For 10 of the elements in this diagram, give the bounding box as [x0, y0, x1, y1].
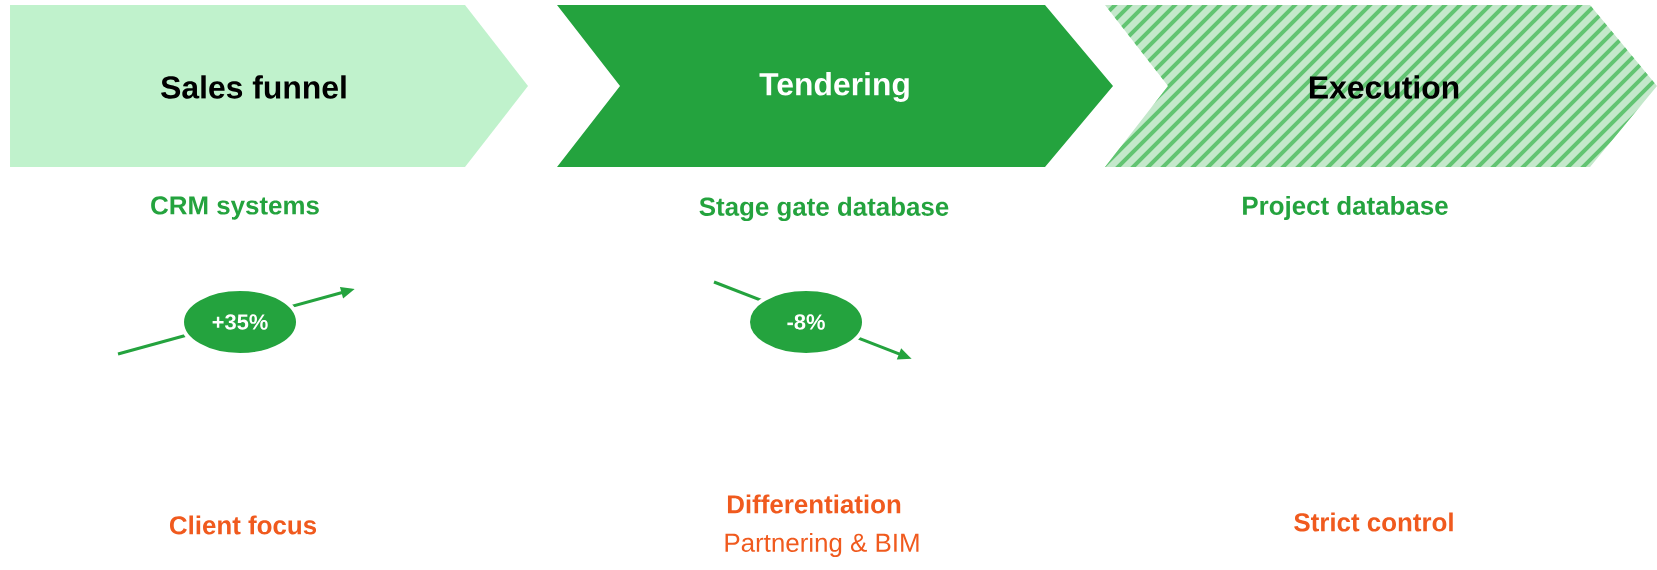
label-text: CRM systems	[151, 196, 319, 220]
stage-banner: Execution	[1105, 5, 1657, 167]
label-text: Partnering & BIM	[725, 532, 919, 558]
label-text: Stage gate database	[699, 196, 949, 222]
label-text: Differentiation	[727, 494, 901, 514]
stage-banner: Tendering	[557, 5, 1113, 167]
stage-banner: Sales funnel	[10, 5, 528, 167]
label-text: Strict control	[1294, 512, 1453, 532]
label-text: Project database	[1243, 195, 1448, 221]
label-text: Client focus	[169, 515, 317, 535]
